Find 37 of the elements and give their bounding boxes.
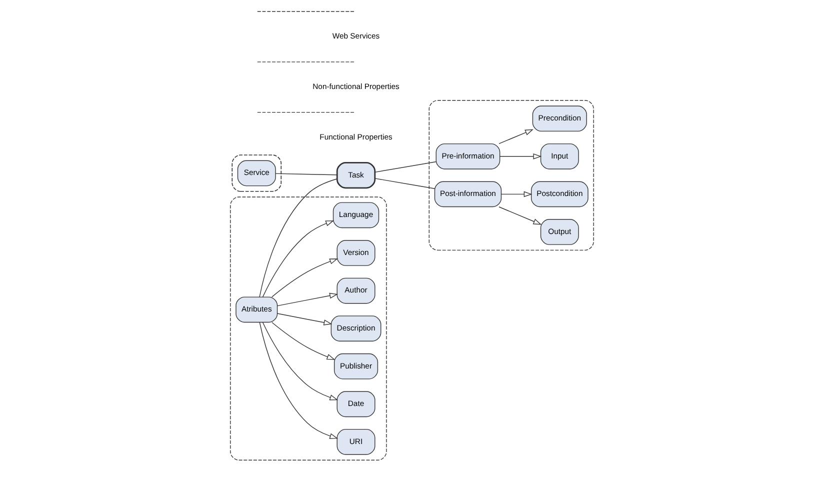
connector xyxy=(274,173,337,176)
arrow xyxy=(498,206,542,225)
arrow xyxy=(500,191,532,198)
arrow xyxy=(276,292,338,306)
node-box: Author xyxy=(336,278,375,304)
arrow xyxy=(276,313,332,326)
cluster xyxy=(428,100,594,251)
legend-label: Non-functional Properties xyxy=(312,82,399,92)
cluster xyxy=(230,196,386,460)
node-box: Atributes xyxy=(235,296,278,323)
node-box: Input xyxy=(540,143,578,170)
legend-label: Functional Properties xyxy=(319,132,392,142)
cluster xyxy=(231,154,282,192)
node-box: Description xyxy=(330,316,381,342)
node-box: Pre-information xyxy=(435,143,500,170)
node-box: Precondition xyxy=(532,106,586,132)
arrow xyxy=(498,129,533,144)
node-box: Postcondition xyxy=(530,181,588,208)
node-box: Service xyxy=(236,160,276,186)
arrow xyxy=(271,322,335,360)
arrow xyxy=(262,220,334,298)
node-box: URI xyxy=(336,428,375,455)
arrow xyxy=(271,258,338,298)
connector xyxy=(258,178,337,298)
node-box: Task xyxy=(336,162,376,189)
arrow xyxy=(262,322,338,400)
node-box: Date xyxy=(336,391,375,418)
legend-label: Web Services xyxy=(332,32,380,41)
node-box: Post-information xyxy=(434,181,502,208)
node-box: Version xyxy=(336,240,375,266)
node-box: Language xyxy=(332,202,379,228)
node-box: Publisher xyxy=(333,353,378,380)
node-box: Output xyxy=(540,219,578,245)
connector xyxy=(374,161,436,173)
arrow xyxy=(499,153,542,160)
connector xyxy=(374,178,435,189)
arrow xyxy=(258,322,338,439)
